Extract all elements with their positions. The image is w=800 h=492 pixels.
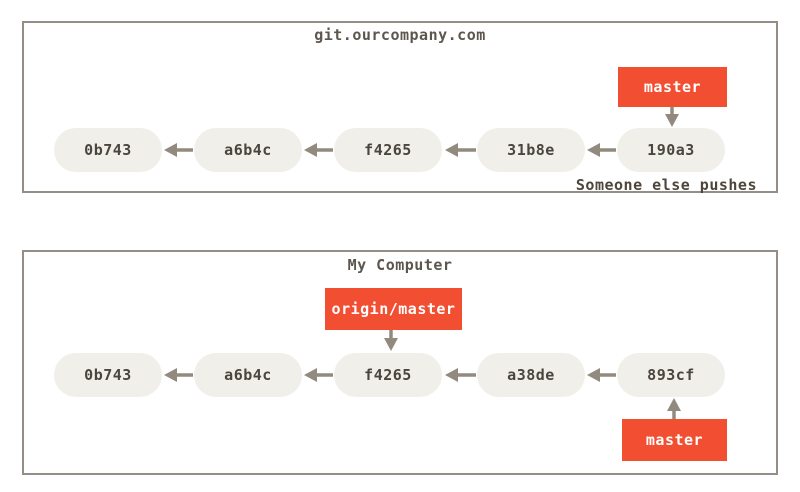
repo-title-remote: git.ourcompany.com [314,26,486,44]
commit-node: f4265 [334,128,442,172]
commit-node: 893cf [617,353,725,397]
branch-label-origin-master: origin/master [325,288,462,330]
repo-box-remote [22,21,778,193]
commit-node: a6b4c [194,128,302,172]
commit-node: 31b8e [477,128,585,172]
commit-node: f4265 [334,353,442,397]
commit-node: 0b743 [54,128,162,172]
commit-node: 190a3 [617,128,725,172]
commit-node: a38de [477,353,585,397]
commit-node: 0b743 [54,353,162,397]
commit-node: a6b4c [194,353,302,397]
repo-box-local [22,250,778,475]
branch-label-master-local: master [622,419,727,461]
note-someone-else-pushes: Someone else pushes [575,176,757,194]
branch-label-master-remote: master [618,67,727,107]
repo-title-local: My Computer [347,256,453,274]
